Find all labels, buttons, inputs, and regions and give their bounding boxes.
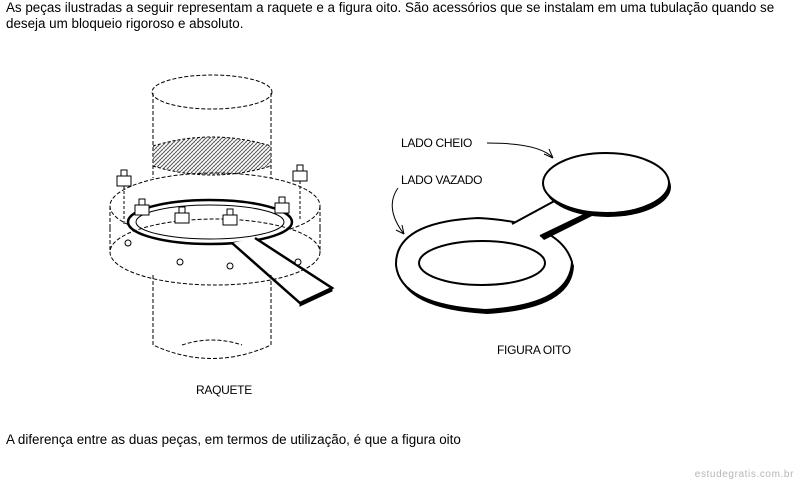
lado-cheio-label: LADO CHEIO [401, 136, 472, 150]
figura-oito-caption: FIGURA OITO [497, 343, 571, 357]
watermark: estudegratis.com.br [694, 469, 794, 480]
intro-text: As peças ilustradas a seguir representam… [6, 0, 775, 31]
question-text: A diferença entre as duas peças, em term… [6, 432, 461, 447]
lado-vazado-label: LADO VAZADO [401, 173, 482, 187]
raquete-caption: RAQUETE [196, 383, 252, 397]
figura-oito-illustration [391, 142, 671, 314]
raquete-illustration [109, 74, 335, 359]
